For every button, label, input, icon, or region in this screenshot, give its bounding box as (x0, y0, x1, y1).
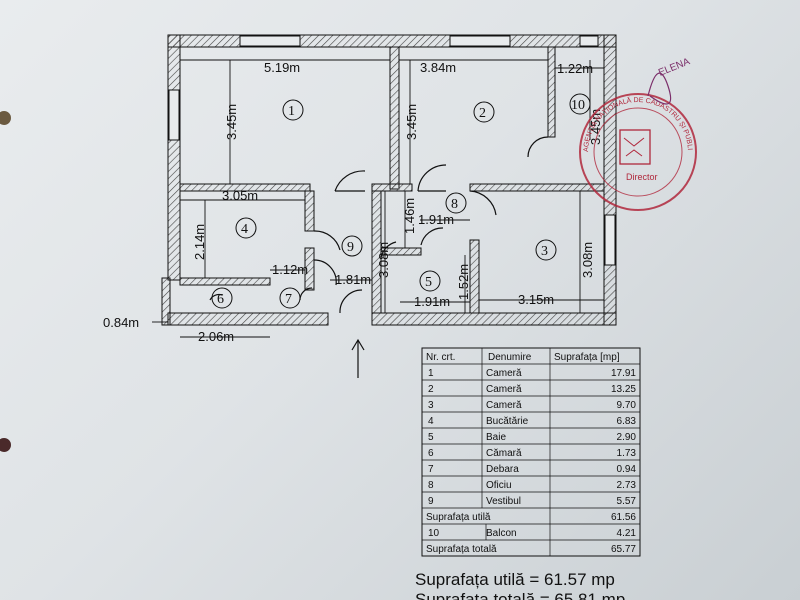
dim-r9-height: 3.08m (376, 242, 391, 278)
table-cell-area: 5.57 (617, 496, 637, 507)
room-3-number: 3 (541, 244, 548, 259)
dim-r8-height: 1.46m (402, 198, 417, 234)
table-cell-area: 2.90 (617, 432, 637, 443)
dim-r2-width: 3.84m (420, 60, 456, 75)
table-cell-name: Debara (486, 464, 519, 475)
dim-r5-width: 1.91m (414, 294, 450, 309)
table-cell-nr: 7 (428, 464, 434, 475)
table-cell-area: 9.70 (617, 400, 637, 411)
table-cell-name: Cămară (486, 448, 522, 459)
table-cell-name: Vestibul (486, 496, 521, 507)
room-6-number: 6 (217, 292, 224, 307)
dim-r2-height: 3.45m (404, 104, 419, 140)
room-10-number: 10 (571, 98, 585, 113)
room-numbers (211, 93, 591, 309)
table-cell-area: 0.94 (617, 464, 637, 475)
table-cell-name: Baie (486, 432, 506, 443)
table-cell-nr: 9 (428, 496, 434, 507)
dim-r3-width: 3.15m (518, 292, 554, 307)
stamp-signature: ELENA (657, 56, 692, 79)
room-2-number: 2 (479, 106, 486, 121)
table-cell-name: Balcon (486, 528, 517, 539)
dim-r4-width: 3.05m (222, 188, 258, 203)
dim-r5-height: 1.52m (456, 264, 471, 300)
table-cell-area: 17.91 (611, 368, 636, 379)
table-cell-name: Cameră (486, 368, 522, 379)
room-5-number: 5 (425, 275, 432, 290)
stamp-text: AGENȚIA NAȚIONALĂ DE CADASTRU ȘI PUBLICI… (0, 0, 693, 152)
entrance-arrow-icon (351, 338, 365, 378)
dim-balcony-width: 2.06m (198, 329, 234, 344)
room-number-labels: 1 2 10 4 9 8 3 5 6 7 (217, 98, 585, 307)
dim-r4-height: 2.14m (192, 224, 207, 260)
dim-r8-width: 1.91m (418, 212, 454, 227)
dim-balcony-depth: 0.84m (103, 315, 139, 330)
dim-r3-height: 3.08m (580, 242, 595, 278)
table-header-area: Suprafața [mp] (554, 352, 620, 363)
room-7-number: 7 (285, 292, 292, 307)
binder-hole (0, 438, 11, 452)
table-cell-name: Oficiu (486, 480, 512, 491)
windows (168, 35, 616, 266)
dimension-lines (152, 59, 604, 338)
table-cell-area: 1.73 (617, 448, 637, 459)
summary-useful-area: Suprafața utilă = 61.57 mp (415, 570, 615, 589)
dim-r10-width: 1.22m (557, 61, 593, 76)
table-total-label: Suprafața totală (426, 544, 497, 555)
table-header-name: Denumire (488, 352, 532, 363)
room-4-number: 4 (241, 222, 248, 237)
stamp-director: Director (626, 172, 658, 182)
binder-hole (0, 111, 11, 125)
table-cell-area: 6.83 (617, 416, 637, 427)
table-cell-area: 13.25 (611, 384, 636, 395)
table-cell-name: Cameră (486, 384, 522, 395)
table-cell-area: 4.21 (617, 528, 637, 539)
dimension-labels: 5.19m 3.84m 1.22m 3.45m 3.45m 3.45m 3.05… (103, 60, 603, 344)
table-cell-area: 2.73 (617, 480, 637, 491)
summary-total-area: Suprafața totală = 65.81 mp (415, 590, 625, 600)
interior-walls (179, 46, 605, 314)
table-cell-nr: 2 (428, 384, 434, 395)
table-useful-label: Suprafața utilă (426, 512, 491, 523)
table-cell-nr: 6 (428, 448, 434, 459)
room-1-number: 1 (288, 104, 295, 119)
table-useful-value: 61.56 (611, 512, 636, 523)
official-stamp: AGENȚIA NAȚIONALĂ DE CADASTRU ȘI PUBLICI… (0, 0, 697, 211)
dim-r1-width: 5.19m (264, 60, 300, 75)
dim-r7-width: 1.12m (272, 262, 308, 277)
table-cell-nr: 4 (428, 416, 434, 427)
table-cell-name: Cameră (486, 400, 522, 411)
dim-r1-height: 3.45m (224, 104, 239, 140)
room-9-number: 9 (347, 240, 354, 255)
table-header-nr: Nr. crt. (426, 352, 455, 363)
dim-r9-width: 1.81m (335, 272, 371, 287)
table-cell-nr: 1 (428, 368, 434, 379)
table-cell-nr: 5 (428, 432, 434, 443)
table-cell-name: Bucătărie (486, 416, 529, 427)
table-total-value: 65.77 (611, 544, 636, 555)
room-8-number: 8 (451, 197, 458, 212)
table-cell-nr: 8 (428, 480, 434, 491)
doors (209, 136, 549, 314)
table-cell-nr: 3 (428, 400, 434, 411)
table-cell-nr: 10 (428, 528, 440, 539)
